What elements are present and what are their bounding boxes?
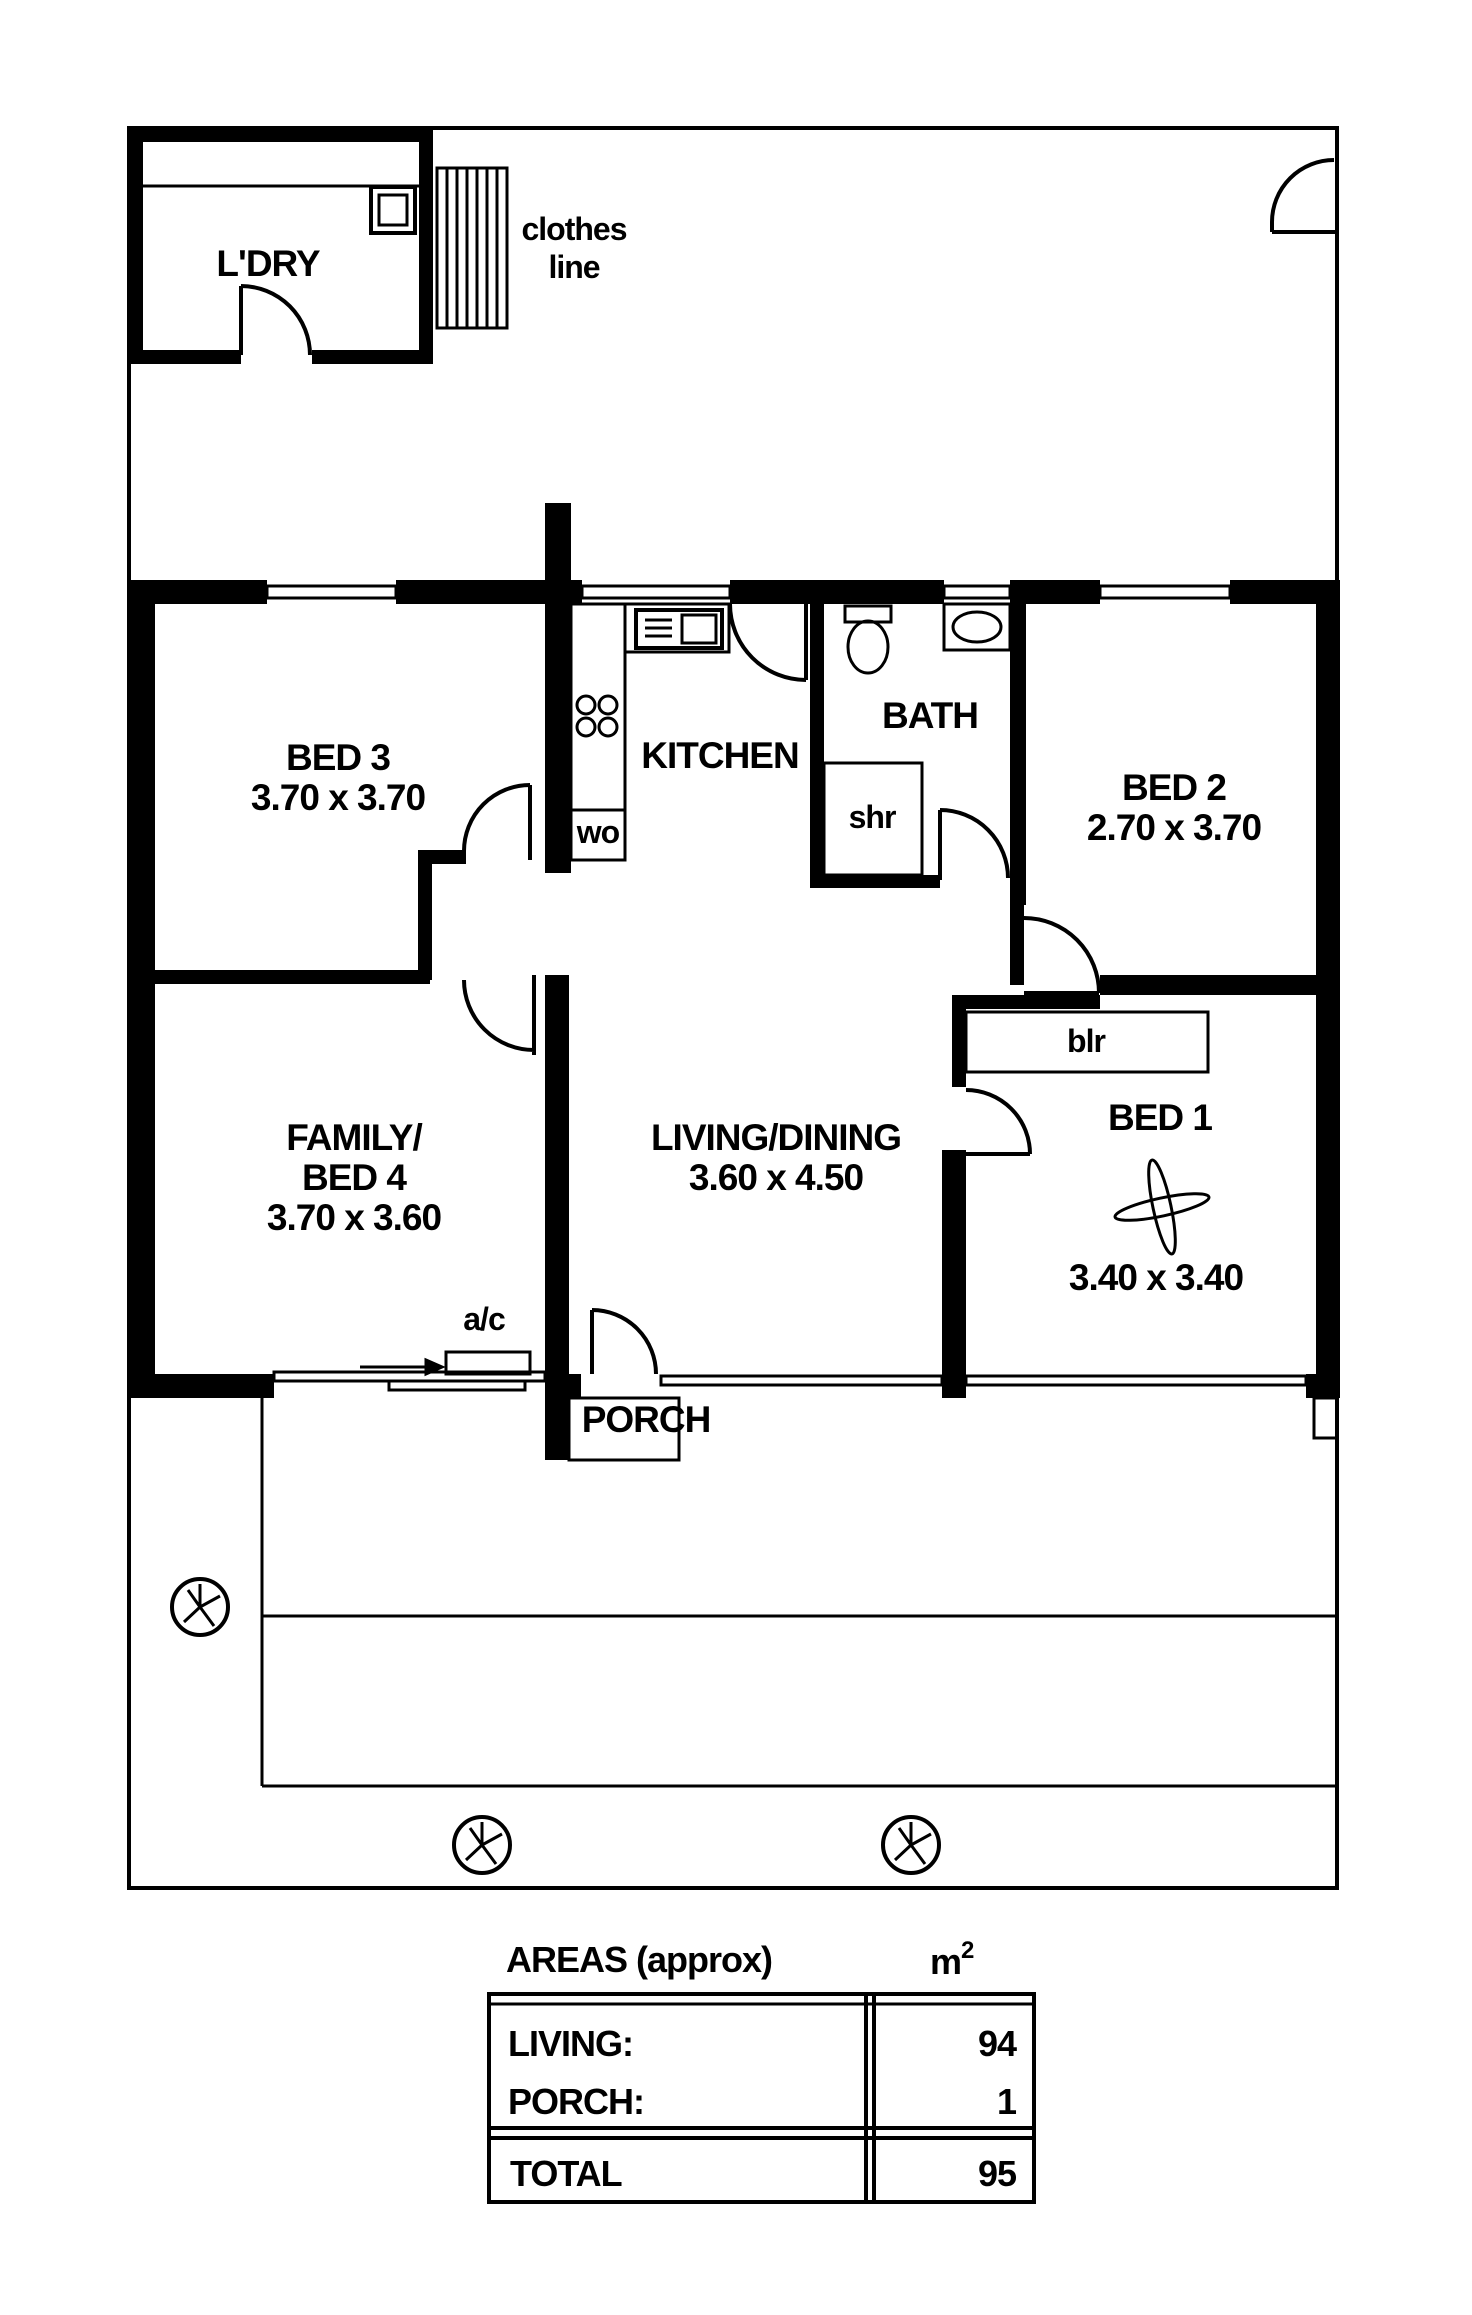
- blr-cupboard: [964, 1010, 1210, 1074]
- bed3-label: BED 3: [286, 737, 390, 778]
- bed2-label: BED 2: [1122, 767, 1226, 808]
- clothes-line-icon: [435, 166, 509, 330]
- carport: [260, 1396, 1339, 1788]
- bed1-label: BED 1: [1108, 1097, 1212, 1138]
- air-conditioner-icon: [360, 1350, 532, 1377]
- tree-icon: [881, 1815, 941, 1875]
- areas-living-label: LIVING:: [508, 2023, 633, 2064]
- tree-icon: [170, 1577, 230, 1637]
- laundry-tub-icon: [369, 185, 417, 235]
- porch-label: PORCH: [582, 1399, 711, 1440]
- clothes-line-label: clothes: [521, 211, 626, 247]
- bed1-size: 3.40 x 3.40: [1069, 1257, 1244, 1298]
- areas-unit-superscript: 2: [961, 1937, 974, 1964]
- blr-label: blr: [1067, 1023, 1105, 1059]
- kitchen-door-swing: [728, 603, 808, 682]
- bed3-door-swing: [462, 783, 532, 860]
- bath-label: BATH: [882, 695, 978, 736]
- bed1-door-swing: [965, 1088, 1032, 1156]
- house-walls: [131, 503, 1340, 1460]
- wo-label: wo: [576, 814, 620, 850]
- areas-unit: m2: [930, 1937, 974, 1982]
- living-size: 3.60 x 4.50: [689, 1157, 864, 1198]
- laundry-label: L'DRY: [216, 243, 320, 284]
- kitchen-label: KITCHEN: [641, 735, 798, 776]
- ac-label: a/c: [463, 1301, 505, 1337]
- laundry-door-swing: [239, 284, 312, 356]
- family-size: 3.70 x 3.60: [267, 1197, 442, 1238]
- toilet-icon: [843, 604, 893, 675]
- shower: [822, 761, 924, 877]
- bed3-size: 3.70 x 3.70: [251, 777, 426, 818]
- bath-fittings: [822, 602, 1012, 880]
- vanity-basin-icon: [942, 602, 1012, 652]
- areas-porch-value: 1: [997, 2081, 1017, 2122]
- shower-label: shr: [849, 799, 896, 835]
- rear-gate-swing: [1270, 158, 1335, 232]
- family-label: FAMILY/: [286, 1117, 422, 1158]
- front-door-swing: [590, 1308, 658, 1375]
- bed2-size: 2.70 x 3.70: [1087, 807, 1262, 848]
- porch-area: [567, 1396, 681, 1462]
- areas-title: AREAS (approx): [506, 1939, 772, 1980]
- areas-total-label: TOTAL: [510, 2153, 622, 2194]
- living-label: LIVING/DINING: [651, 1117, 901, 1158]
- family-label: BED 4: [302, 1157, 407, 1198]
- bath-door-swing: [938, 808, 1010, 880]
- clothes-line-label: line: [548, 249, 599, 285]
- areas-living-value: 94: [978, 2023, 1017, 2064]
- areas-table: AREAS (approx) m2 LIVING: 94 PORCH: 1 TO…: [487, 1937, 1036, 2204]
- cooktop-icon: [575, 694, 619, 738]
- areas-porch-label: PORCH:: [508, 2081, 644, 2122]
- family-door-swing: [462, 975, 536, 1055]
- bed2-door-swing: [1023, 916, 1101, 995]
- laundry-building: [129, 128, 433, 364]
- tree-icon: [452, 1815, 512, 1875]
- property-boundary: [127, 126, 1339, 1890]
- doors: [462, 783, 1101, 1375]
- sink-icon: [634, 608, 724, 650]
- kitchen-fittings: [569, 602, 808, 862]
- areas-total-value: 95: [978, 2153, 1017, 2194]
- ceiling-fan-icon: [1113, 1158, 1211, 1256]
